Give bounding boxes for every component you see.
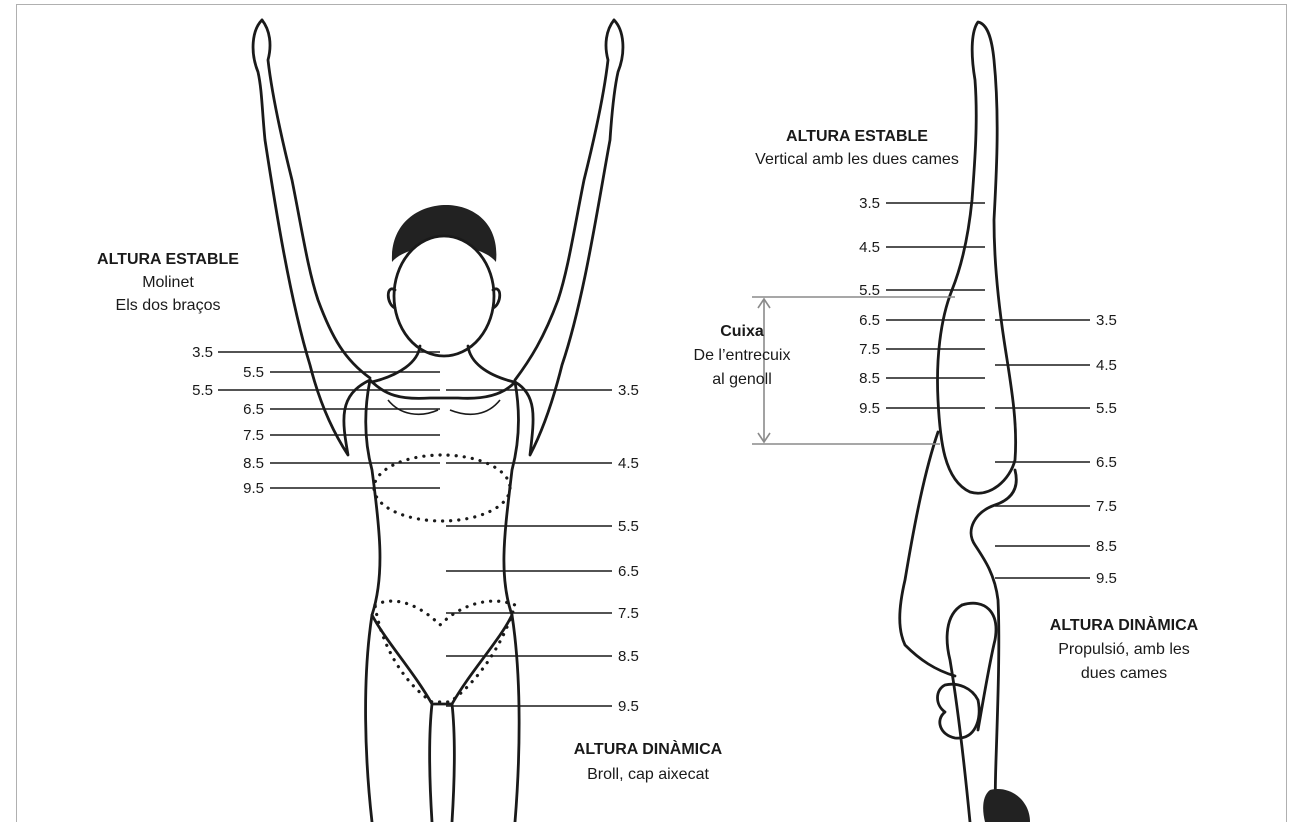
side-left-mark-2: 4.5 [859, 239, 880, 256]
front-stable-line2: Els dos braços [116, 297, 221, 314]
thigh-line2: al genoll [712, 371, 772, 388]
front-left-mark-3: 5.5 [192, 382, 213, 399]
front-inner-left-leg [430, 704, 432, 822]
front-right-mark-5: 7.5 [618, 605, 639, 622]
front-right-mark-3: 5.5 [618, 518, 639, 535]
front-left-mark-7: 9.5 [243, 480, 264, 497]
side-left-mark-1: 3.5 [859, 195, 880, 212]
thigh-line1: De l’entrecuix [694, 347, 791, 364]
thigh-bracket [752, 297, 955, 444]
front-bust-left [388, 400, 438, 414]
front-swimmer-figure [253, 20, 623, 822]
side-left-mark-5: 7.5 [859, 341, 880, 358]
front-right-mark-6: 8.5 [618, 648, 639, 665]
front-left-leg [366, 615, 372, 822]
front-dynamic-title: ALTURA DINÀMICA [574, 739, 723, 758]
side-right-mark-2: 4.5 [1096, 357, 1117, 374]
side-dynamic-title: ALTURA DINÀMICA [1050, 615, 1199, 634]
side-leg-outline [938, 22, 1016, 493]
front-dynamic-sub: Broll, cap aixecat [587, 766, 709, 783]
front-left-mark-1: 3.5 [192, 344, 213, 361]
thigh-title: Cuixa [720, 323, 764, 340]
side-left-mark-3: 5.5 [859, 282, 880, 299]
side-right-measure-lines [995, 320, 1090, 578]
side-left-measure-lines [886, 203, 985, 408]
side-left-mark-7: 9.5 [859, 400, 880, 417]
front-right-mark-4: 6.5 [618, 563, 639, 580]
front-left-mark-4: 6.5 [243, 401, 264, 418]
side-right-mark-1: 3.5 [1096, 312, 1117, 329]
side-hair [983, 789, 1030, 822]
front-stable-line1: Molinet [142, 274, 194, 291]
side-right-mark-5: 7.5 [1096, 498, 1117, 515]
side-left-mark-4: 6.5 [859, 312, 880, 329]
front-right-mark-2: 4.5 [618, 455, 639, 472]
side-arm [947, 605, 970, 822]
side-right-mark-7: 9.5 [1096, 570, 1117, 587]
front-right-leg [512, 615, 519, 822]
front-inner-right-leg [452, 704, 454, 822]
side-left-mark-6: 8.5 [859, 370, 880, 387]
side-right-mark-6: 8.5 [1096, 538, 1117, 555]
front-bust-right [450, 400, 500, 414]
front-left-arm-inner [262, 20, 370, 378]
side-right-mark-4: 6.5 [1096, 454, 1117, 471]
front-stable-title: ALTURA ESTABLE [97, 251, 239, 268]
front-measure-lines [218, 352, 612, 706]
front-left-mark-5: 7.5 [243, 427, 264, 444]
front-right-mark-7: 9.5 [618, 698, 639, 715]
side-right-mark-3: 5.5 [1096, 400, 1117, 417]
side-stable-sub: Vertical amb les dues cames [755, 151, 959, 168]
side-stable-title: ALTURA ESTABLE [786, 128, 928, 145]
front-left-mark-2: 5.5 [243, 364, 264, 381]
front-neck-right [468, 346, 514, 382]
side-dynamic-line2: dues cames [1081, 665, 1167, 682]
front-head [394, 236, 494, 356]
front-left-mark-6: 8.5 [243, 455, 264, 472]
front-right-mark-1: 3.5 [618, 382, 639, 399]
side-dynamic-line1: Propulsió, amb les [1058, 641, 1190, 658]
